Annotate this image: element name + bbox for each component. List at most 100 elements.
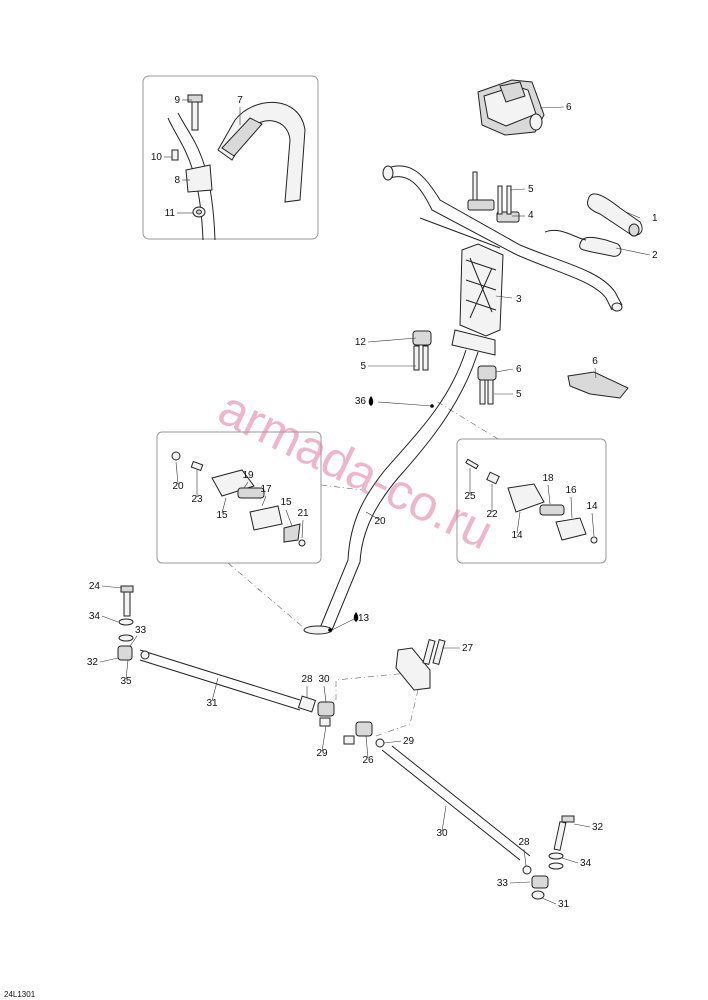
callout-label-31: 31 xyxy=(558,899,570,910)
detail-left-clamp-parts xyxy=(171,451,306,547)
leader-line xyxy=(211,677,219,702)
grease-point xyxy=(328,628,332,632)
callout-label-36: 36 xyxy=(355,396,367,407)
callout-label-10: 10 xyxy=(151,152,163,163)
callout-label-1: 1 xyxy=(652,213,658,224)
handlebar xyxy=(382,165,623,312)
leader-line xyxy=(365,511,381,521)
leader-line xyxy=(321,725,327,752)
callout-label-34: 34 xyxy=(89,611,101,622)
callout-label-15: 15 xyxy=(216,510,228,521)
leader-line xyxy=(285,509,293,527)
leader-line xyxy=(377,401,433,407)
leader-line xyxy=(99,657,119,663)
callout-label-5: 5 xyxy=(360,361,366,372)
detail-box-steering-column-clamp-left xyxy=(156,431,322,564)
callout-label-4: 4 xyxy=(528,210,534,221)
callout-label-28: 28 xyxy=(301,674,313,685)
callout-label-24: 24 xyxy=(89,581,101,592)
callout-label-6: 6 xyxy=(566,102,572,113)
leader-line xyxy=(541,897,557,905)
callout-label-6: 6 xyxy=(592,356,598,367)
callout-label-3: 3 xyxy=(516,294,522,305)
leader-lines xyxy=(99,99,651,905)
hand-grips xyxy=(544,193,643,257)
handlebar-riser xyxy=(459,171,520,337)
callout-label-5: 5 xyxy=(528,184,534,195)
callout-label-23: 23 xyxy=(191,494,203,505)
leader-line xyxy=(441,805,447,832)
detail-right-clamp-parts xyxy=(465,458,598,544)
steering-column xyxy=(303,329,496,635)
callout-label-35: 35 xyxy=(120,676,132,687)
detail-handlebar-clamp xyxy=(167,94,306,241)
callout-label-32: 32 xyxy=(87,657,99,668)
leader-line xyxy=(615,247,651,256)
callout-label-15: 15 xyxy=(280,497,292,508)
leader-line xyxy=(495,368,514,373)
grease-icon xyxy=(353,612,359,622)
callout-label-18: 18 xyxy=(542,473,554,484)
callout-label-22: 22 xyxy=(486,509,498,520)
drawing-code: 24L1301 xyxy=(4,990,36,999)
leader-line xyxy=(101,615,119,623)
callout-label-16: 16 xyxy=(565,485,577,496)
callout-label-17: 17 xyxy=(260,484,272,495)
leader-line xyxy=(367,337,417,343)
callout-label-29: 29 xyxy=(316,748,328,759)
leader-line xyxy=(331,617,357,631)
leader-line xyxy=(129,635,138,647)
leader-line xyxy=(547,484,551,505)
callout-label-14: 14 xyxy=(586,501,598,512)
callout-label-20: 20 xyxy=(172,481,184,492)
callout-label-6: 6 xyxy=(516,364,522,375)
leader-line xyxy=(625,211,641,219)
grease-icon xyxy=(368,396,374,406)
callout-label-31: 31 xyxy=(206,698,218,709)
leader-line xyxy=(573,823,591,828)
leader-line xyxy=(243,481,249,489)
callout-label-29: 29 xyxy=(403,736,415,747)
callout-label-20: 20 xyxy=(374,516,386,527)
leader-line xyxy=(261,495,267,507)
pitman-arm xyxy=(395,639,446,691)
callout-label-33: 33 xyxy=(497,878,509,889)
detail-box-steering-column-clamp-right xyxy=(456,438,607,564)
callout-label-34: 34 xyxy=(580,858,592,869)
callout-label-12: 12 xyxy=(355,337,367,348)
handlebar-cover xyxy=(477,79,545,136)
mounting-bracket xyxy=(567,371,629,399)
leader-line xyxy=(523,848,527,867)
tie-rod-right xyxy=(343,721,575,900)
leader-line xyxy=(516,511,521,534)
callout-label-33: 33 xyxy=(135,625,147,636)
callout-label-32: 32 xyxy=(592,822,604,833)
leader-line xyxy=(125,659,129,680)
tie-rod-left xyxy=(117,585,335,727)
callout-label-21: 21 xyxy=(297,508,309,519)
leader-line xyxy=(561,857,579,864)
detail-box-handlebar-clamp xyxy=(142,75,319,240)
callout-label-25: 25 xyxy=(464,491,476,502)
callout-label-27: 27 xyxy=(462,643,474,654)
leader-line xyxy=(175,461,179,485)
leader-line xyxy=(365,735,369,759)
leader-line xyxy=(221,497,227,514)
reference-line xyxy=(375,689,419,737)
callout-label-14: 14 xyxy=(511,530,523,541)
callout-label-30: 30 xyxy=(318,674,330,685)
leader-line xyxy=(591,512,595,537)
leader-line xyxy=(301,519,304,539)
callout-label-28: 28 xyxy=(518,837,530,848)
reference-line xyxy=(435,400,499,440)
leader-line xyxy=(509,188,526,191)
callout-label-7: 7 xyxy=(237,95,243,106)
leader-line xyxy=(539,106,565,109)
callout-label-2: 2 xyxy=(652,250,658,261)
callout-label-8: 8 xyxy=(174,175,180,186)
callout-label-9: 9 xyxy=(174,95,180,106)
leader-line xyxy=(495,295,513,299)
callout-label-5: 5 xyxy=(516,389,522,400)
